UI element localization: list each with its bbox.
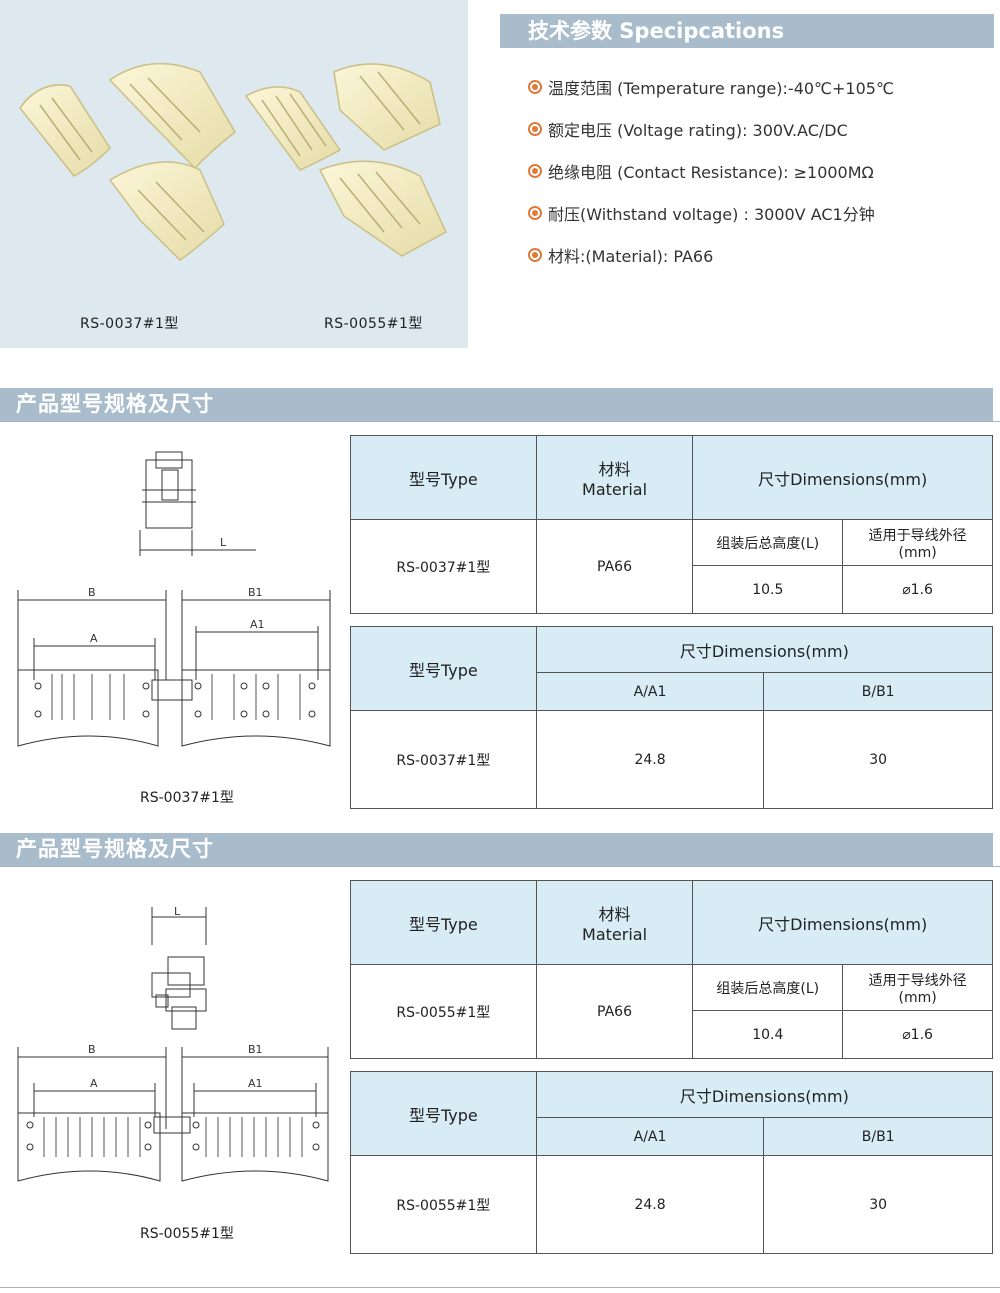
cell-b-b1: 30 — [763, 1155, 993, 1254]
dimension-label-a: A — [90, 632, 98, 645]
spec-withstand-voltage: 耐压(Withstand voltage) : 3000V AC1分钟 — [528, 192, 988, 234]
dimension-label-b: B — [88, 1043, 96, 1056]
connector-rs0037-image — [19, 62, 236, 261]
bullet-icon — [528, 248, 542, 262]
bullet-icon — [528, 164, 542, 178]
cell-a-a1: 24.8 — [535, 1155, 765, 1254]
spec-resistance: 绝缘电阻 (Contact Resistance): ≥1000MΩ — [528, 150, 988, 192]
cell-model: RS-0055#1型 — [350, 1155, 537, 1254]
dimension-label-a1: A1 — [250, 618, 265, 631]
header-dimensions: 尺寸Dimensions(mm) — [692, 880, 993, 965]
bullet-icon — [528, 122, 542, 136]
specifications-list: 温度范围 (Temperature range):-40℃+105℃ 额定电压 … — [528, 66, 988, 276]
bullet-icon — [528, 206, 542, 220]
subheader-wire-diameter: 适用于导线外径(mm) — [842, 519, 993, 566]
photo-label-rs0055: RS-0055#1型 — [324, 316, 423, 332]
cell-model: RS-0037#1型 — [350, 519, 537, 614]
dimension-label-l: L — [174, 905, 181, 918]
drawing-caption: RS-0055#1型 — [140, 1226, 234, 1242]
dimension-label-l: L — [220, 536, 227, 549]
spec-voltage: 额定电压 (Voltage rating): 300V.AC/DC — [528, 108, 988, 150]
subheader-height: 组装后总高度(L) — [692, 519, 844, 566]
dimension-label-b1: B1 — [248, 586, 263, 599]
cell-height: 10.5 — [692, 565, 844, 614]
header-type: 型号Type — [350, 435, 537, 520]
specifications-header: 技术参数 Specipcations — [500, 14, 994, 48]
cell-material: PA66 — [535, 964, 694, 1059]
cell-height: 10.4 — [692, 1010, 844, 1059]
technical-drawing-rs0037: L B B1 A A1 RS-0037#1型 — [0, 440, 340, 820]
dimension-label-a: A — [90, 1077, 98, 1090]
spec-temperature: 温度范围 (Temperature range):-40℃+105℃ — [528, 66, 988, 108]
product-photo — [19, 62, 447, 261]
section-divider — [0, 421, 1000, 422]
cell-model: RS-0055#1型 — [350, 964, 537, 1059]
header-dimensions: 尺寸Dimensions(mm) — [692, 435, 993, 520]
subheader-a-a1: A/A1 — [535, 1117, 765, 1156]
cell-a-a1: 24.8 — [535, 710, 765, 809]
technical-drawing-rs0055: L B B1 A A1 RS-0055#1型 — [0, 885, 340, 1265]
cell-model: RS-0037#1型 — [350, 710, 537, 809]
header-dimensions: 尺寸Dimensions(mm) — [535, 1071, 994, 1118]
subheader-wire-diameter: 适用于导线外径(mm) — [842, 964, 993, 1011]
footer-divider — [0, 1287, 1000, 1288]
section-divider — [0, 866, 1000, 867]
subheader-b-b1: B/B1 — [763, 672, 993, 711]
section-header-rs0055: 产品型号规格及尺寸 — [0, 833, 993, 866]
subheader-a-a1: A/A1 — [535, 672, 765, 711]
photo-label-rs0037: RS-0037#1型 — [80, 316, 179, 332]
cell-wire-diameter: ⌀1.6 — [842, 1010, 993, 1059]
product-photo-panel: RS-0037#1型 RS-0055#1型 — [0, 0, 468, 348]
dimension-label-b1: B1 — [248, 1043, 263, 1056]
cell-material: PA66 — [535, 519, 694, 614]
spec-material: 材料:(Material): PA66 — [528, 234, 988, 276]
dimension-label-a1: A1 — [248, 1077, 263, 1090]
header-type: 型号Type — [350, 626, 537, 711]
connector-rs0055-image — [244, 63, 447, 257]
spec-table-rs0037-2: 型号Type 尺寸Dimensions(mm) A/A1 B/B1 RS-003… — [350, 626, 994, 809]
cell-wire-diameter: ⌀1.6 — [842, 565, 993, 614]
bullet-icon — [528, 80, 542, 94]
subheader-height: 组装后总高度(L) — [692, 964, 844, 1011]
header-type: 型号Type — [350, 880, 537, 965]
drawing-caption: RS-0037#1型 — [140, 790, 234, 806]
section-header-rs0037: 产品型号规格及尺寸 — [0, 388, 993, 421]
header-dimensions: 尺寸Dimensions(mm) — [535, 626, 994, 673]
header-type: 型号Type — [350, 1071, 537, 1156]
spec-table-rs0055-2: 型号Type 尺寸Dimensions(mm) A/A1 B/B1 RS-005… — [350, 1071, 994, 1254]
subheader-b-b1: B/B1 — [763, 1117, 993, 1156]
cell-b-b1: 30 — [763, 710, 993, 809]
dimension-label-b: B — [88, 586, 96, 599]
